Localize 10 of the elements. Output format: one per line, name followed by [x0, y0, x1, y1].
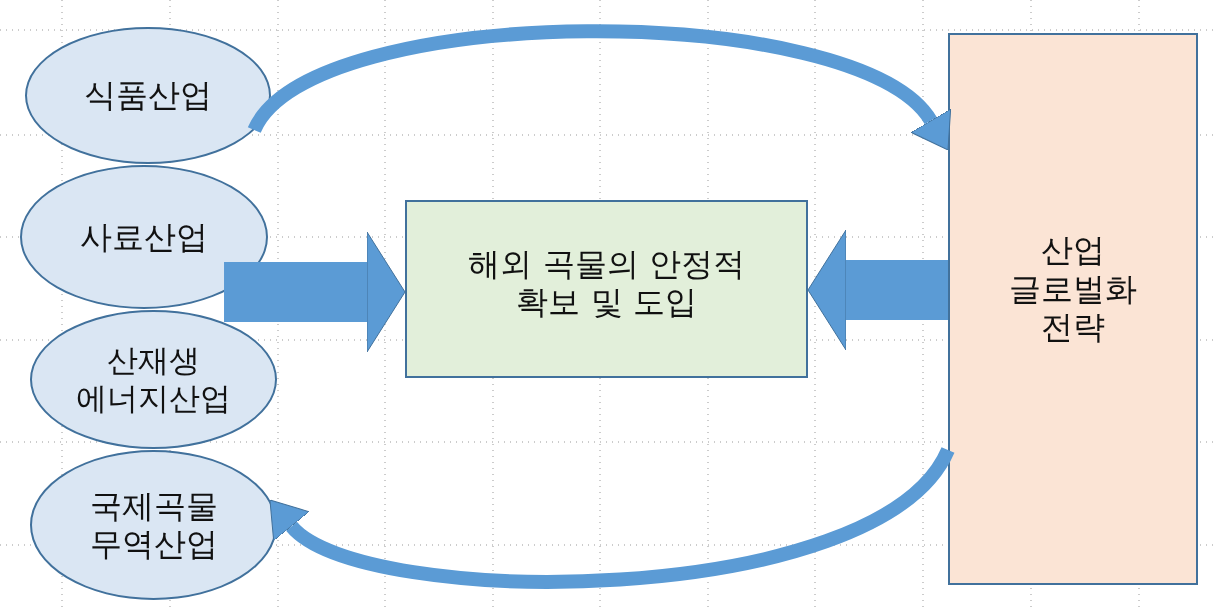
arrow [224, 231, 406, 353]
node-label: 사료산업 [80, 217, 208, 257]
node-label: 산업 글로벌화 전략 [1008, 231, 1138, 347]
node-label: 산재생 에너지산업 [75, 342, 232, 417]
node-label: 국제곡물 무역산업 [88, 486, 219, 564]
process-box [948, 33, 1198, 585]
arrow [807, 229, 948, 351]
node-label: 식품산업 [84, 76, 212, 115]
node-label: 해외 곡물의 안정적 확보 및 도입 [467, 244, 746, 322]
process-box [405, 200, 808, 378]
